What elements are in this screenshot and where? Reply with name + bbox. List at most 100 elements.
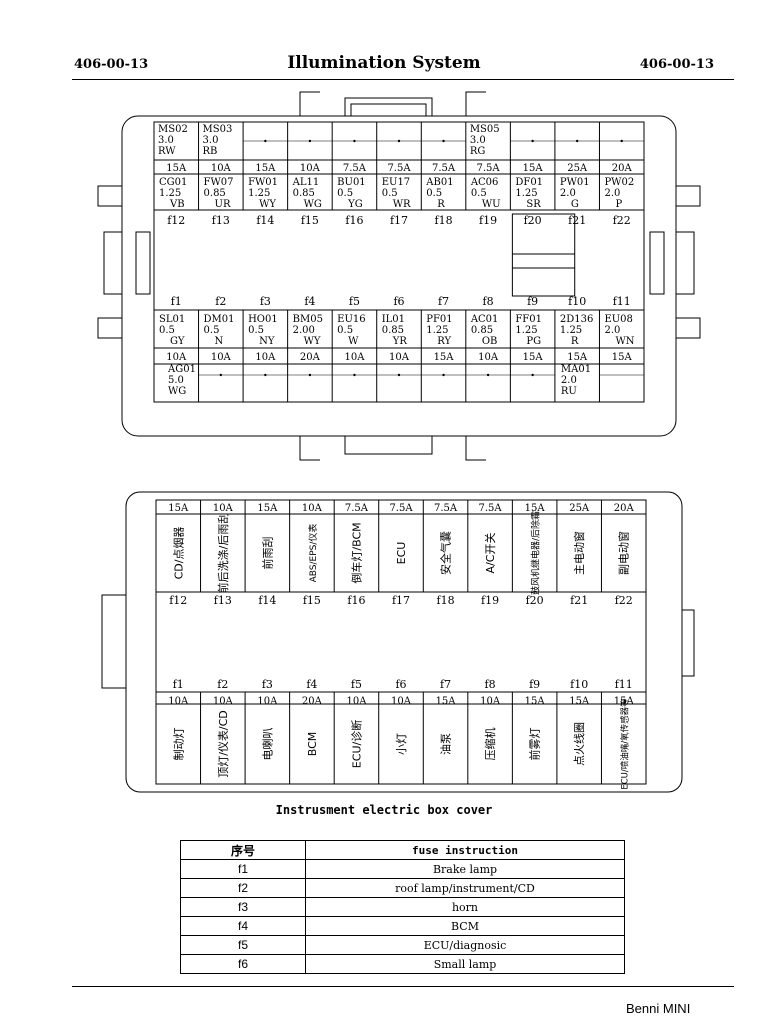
- fuse-rating: 25A: [569, 503, 590, 514]
- fuse-rating: 10A: [213, 503, 234, 514]
- fuse-rating: 15A: [255, 163, 276, 174]
- fuse-number: f14: [256, 214, 274, 227]
- fuse-rating: 10A: [257, 696, 278, 707]
- mounting-tab: [465, 91, 486, 116]
- wire-label: GY: [170, 336, 185, 347]
- side-latch-frame: [103, 231, 122, 295]
- mounting-tab: [299, 436, 320, 461]
- fuse-rating: 7.5A: [479, 503, 503, 514]
- fuse-number: f2: [180, 878, 306, 898]
- wire-label: 0.85: [471, 325, 493, 336]
- fuse-description: Small lamp: [305, 954, 625, 974]
- wire-label: BU01: [337, 177, 366, 188]
- fuse-description: BCM: [305, 916, 625, 936]
- wire-label: EU17: [382, 177, 410, 188]
- bus-node: [531, 139, 534, 143]
- fuse-rating: 15A: [168, 503, 189, 514]
- fuse-description: roof lamp/instrument/CD: [305, 878, 625, 898]
- fuse-f20-block: [511, 213, 576, 297]
- fuse-function-label: 副电动窗: [617, 531, 631, 575]
- fuse-number: f7: [438, 295, 449, 308]
- wire-label: 1.25: [159, 188, 181, 199]
- wire-label: WU: [482, 199, 501, 210]
- wire-label: PW01: [560, 177, 590, 188]
- table-header-row: 序号 fuse instruction: [180, 840, 625, 860]
- wire-label: 2.00: [293, 325, 315, 336]
- fuse-rating: 7.5A: [387, 163, 411, 174]
- fuse-function-label: 鼓风机继电器/后除霜: [530, 511, 542, 595]
- mounting-tab: [299, 91, 320, 116]
- mounting-tab: [344, 436, 433, 455]
- fuse-rating: 7.5A: [389, 503, 413, 514]
- wire-label: RU: [561, 386, 577, 397]
- wire-label: 1.25: [426, 325, 448, 336]
- wire-label: 0.5: [248, 325, 264, 336]
- fuse-function-label: 安全气囊: [439, 531, 453, 575]
- wire-label: MS05: [470, 124, 500, 135]
- mounting-tab: [350, 103, 427, 116]
- wire-label: N: [215, 336, 224, 347]
- fuse-number: f19: [479, 214, 497, 227]
- wire-label: VB: [169, 199, 185, 210]
- wire-label: CG01: [159, 177, 187, 188]
- bus-node: [442, 139, 445, 143]
- wire-label: R: [571, 336, 579, 347]
- fuse-number: f1: [173, 678, 184, 691]
- side-latch: [135, 231, 151, 295]
- fuse-description: ECU/diagnosic: [305, 935, 625, 955]
- fuse-number: f12: [167, 214, 185, 227]
- wire-label: 1.25: [515, 325, 537, 336]
- wire-label: DF01: [515, 177, 543, 188]
- fuse-description: horn: [305, 897, 625, 917]
- fuse-number: f11: [615, 678, 633, 691]
- fuse-number: f4: [180, 916, 306, 936]
- fuse-number: f18: [437, 594, 455, 607]
- fuse-rating: 10A: [211, 352, 232, 363]
- side-clip: [676, 317, 701, 339]
- footer-brand: Benni MINI: [626, 1001, 691, 1016]
- mounting-tab: [344, 97, 433, 116]
- side-clip: [681, 609, 695, 677]
- fuse-description: Brake lamp: [305, 859, 625, 879]
- fuse-number: f5: [180, 935, 306, 955]
- wire-label: AB01: [425, 177, 453, 188]
- wire-label: BM05: [293, 314, 323, 325]
- fuse-number: f8: [485, 678, 496, 691]
- wire-label: 5.0: [168, 375, 184, 386]
- wire-label: RB: [203, 146, 218, 157]
- fuse-rating: 15A: [523, 352, 544, 363]
- fuse-number: f3: [260, 295, 271, 308]
- wire-label: PW02: [604, 177, 634, 188]
- fuse-number: f22: [613, 214, 631, 227]
- wire-label: 0.85: [293, 188, 315, 199]
- side-clip: [97, 185, 122, 207]
- wire-label: AC06: [470, 177, 499, 188]
- column-header-number: 序号: [180, 840, 306, 860]
- fuse-number: f13: [214, 594, 232, 607]
- fuse-rating: 7.5A: [343, 163, 367, 174]
- wire-label: EU16: [337, 314, 365, 325]
- fuse-number: f8: [483, 295, 494, 308]
- fuse-function-label: 油泵: [439, 733, 453, 755]
- wire-label: 1.25: [560, 325, 582, 336]
- fuse-number: f2: [215, 295, 226, 308]
- fuse-grid-frame: [153, 121, 645, 403]
- footer-rule: [72, 986, 734, 987]
- fuse-rating: 10A: [213, 696, 234, 707]
- bus-node: [353, 373, 356, 377]
- wire-label: 0.5: [159, 325, 175, 336]
- fuse-rating: 15A: [569, 696, 590, 707]
- bus-node: [264, 373, 267, 377]
- fuse-rating: 15A: [434, 352, 455, 363]
- wire-label: 2.0: [604, 188, 620, 199]
- wire-label: WR: [393, 199, 411, 210]
- fuse-number: f4: [306, 678, 317, 691]
- wire-label: 1.25: [515, 188, 537, 199]
- side-clip: [97, 317, 122, 339]
- wire-label: 2.0: [560, 188, 576, 199]
- fuse-number: f3: [180, 897, 306, 917]
